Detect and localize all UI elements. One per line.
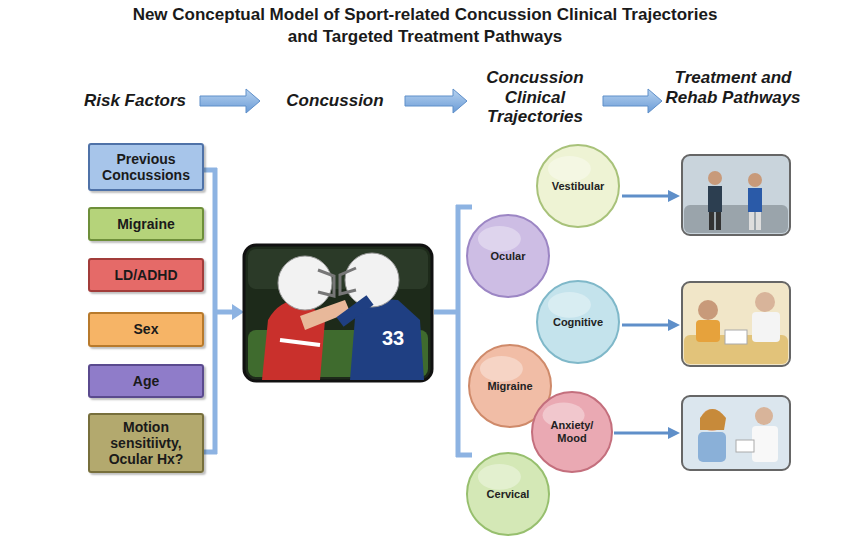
risk-factor-box: LD/ADHD (88, 258, 204, 292)
risk-factor-box: Age (88, 364, 204, 398)
column-heading: Risk Factors (68, 91, 202, 111)
trajectory-circle: Ocular (465, 213, 551, 299)
node-text-group: Ocular (472, 250, 544, 263)
trajectory-circle: Cervical (465, 451, 551, 537)
circle-highlight (548, 156, 591, 182)
trajectory-circle: Vestibular (535, 143, 621, 229)
arrowhead (232, 304, 244, 320)
column-heading: Treatment and Rehab Pathways (664, 68, 802, 107)
column-heading: Concussion Clinical Trajectories (470, 68, 600, 127)
node-label: Migraine (117, 216, 175, 232)
circle-shape (537, 281, 619, 363)
circle-shape (467, 215, 549, 297)
node-text-group: Age (133, 373, 159, 389)
circle-highlight (480, 356, 523, 382)
node-label: Cognitive (542, 316, 614, 329)
circle-shape (532, 392, 612, 472)
circle-shape (537, 145, 619, 227)
block-arrow (603, 89, 662, 113)
node-label: Previous Concussions (95, 151, 197, 183)
node-text-group: Sex (134, 321, 159, 337)
node-label: Anxiety/ Mood (537, 419, 607, 444)
trajectory-circle: Cognitive (535, 279, 621, 365)
node-text-group: LD/ADHD (115, 267, 178, 283)
node-text-group: Motion sensitiivty, Ocular Hx? (95, 419, 197, 467)
risk-factor-box: Motion sensitiivty, Ocular Hx? (88, 413, 204, 473)
rehab-photo (682, 396, 790, 470)
risk-factor-box: Previous Concussions (88, 143, 204, 191)
risk-factor-box: Migraine (88, 207, 204, 241)
node-label: Vestibular (542, 180, 614, 193)
circle-highlight (548, 292, 591, 318)
column-heading: Concussion (268, 91, 402, 111)
node-label: LD/ADHD (115, 267, 178, 283)
node-text-group: Cognitive (542, 316, 614, 329)
node-label: Cervical (472, 488, 544, 501)
bracket (203, 168, 234, 454)
block-arrow (200, 89, 260, 113)
circle-highlight (478, 464, 521, 490)
node-text-group: Anxiety/ Mood (537, 419, 607, 444)
trajectory-circle: Anxiety/ Mood (530, 390, 614, 474)
node-text-group: Vestibular (542, 180, 614, 193)
title: New Conceptual Model of Sport-related Co… (120, 4, 730, 48)
rehab-photo (682, 155, 790, 235)
circle-shape (467, 453, 549, 535)
circle-highlight (478, 226, 521, 252)
rehab-photo (682, 282, 790, 366)
node-label: Sex (134, 321, 159, 337)
node-label: Age (133, 373, 159, 389)
node-text-group: Migraine (474, 380, 546, 393)
node-label: Motion sensitiivty, Ocular Hx? (95, 419, 197, 467)
svg-text:33: 33 (382, 327, 404, 349)
node-text-group: Migraine (117, 216, 175, 232)
node-label: Migraine (474, 380, 546, 393)
node-label: Ocular (472, 250, 544, 263)
bracket (434, 205, 472, 457)
football-photo: 33 (244, 245, 432, 381)
node-text-group: Previous Concussions (95, 151, 197, 183)
node-text-group: Cervical (472, 488, 544, 501)
arrow (614, 190, 680, 439)
block-arrow (405, 89, 467, 113)
risk-factor-box: Sex (88, 312, 204, 347)
